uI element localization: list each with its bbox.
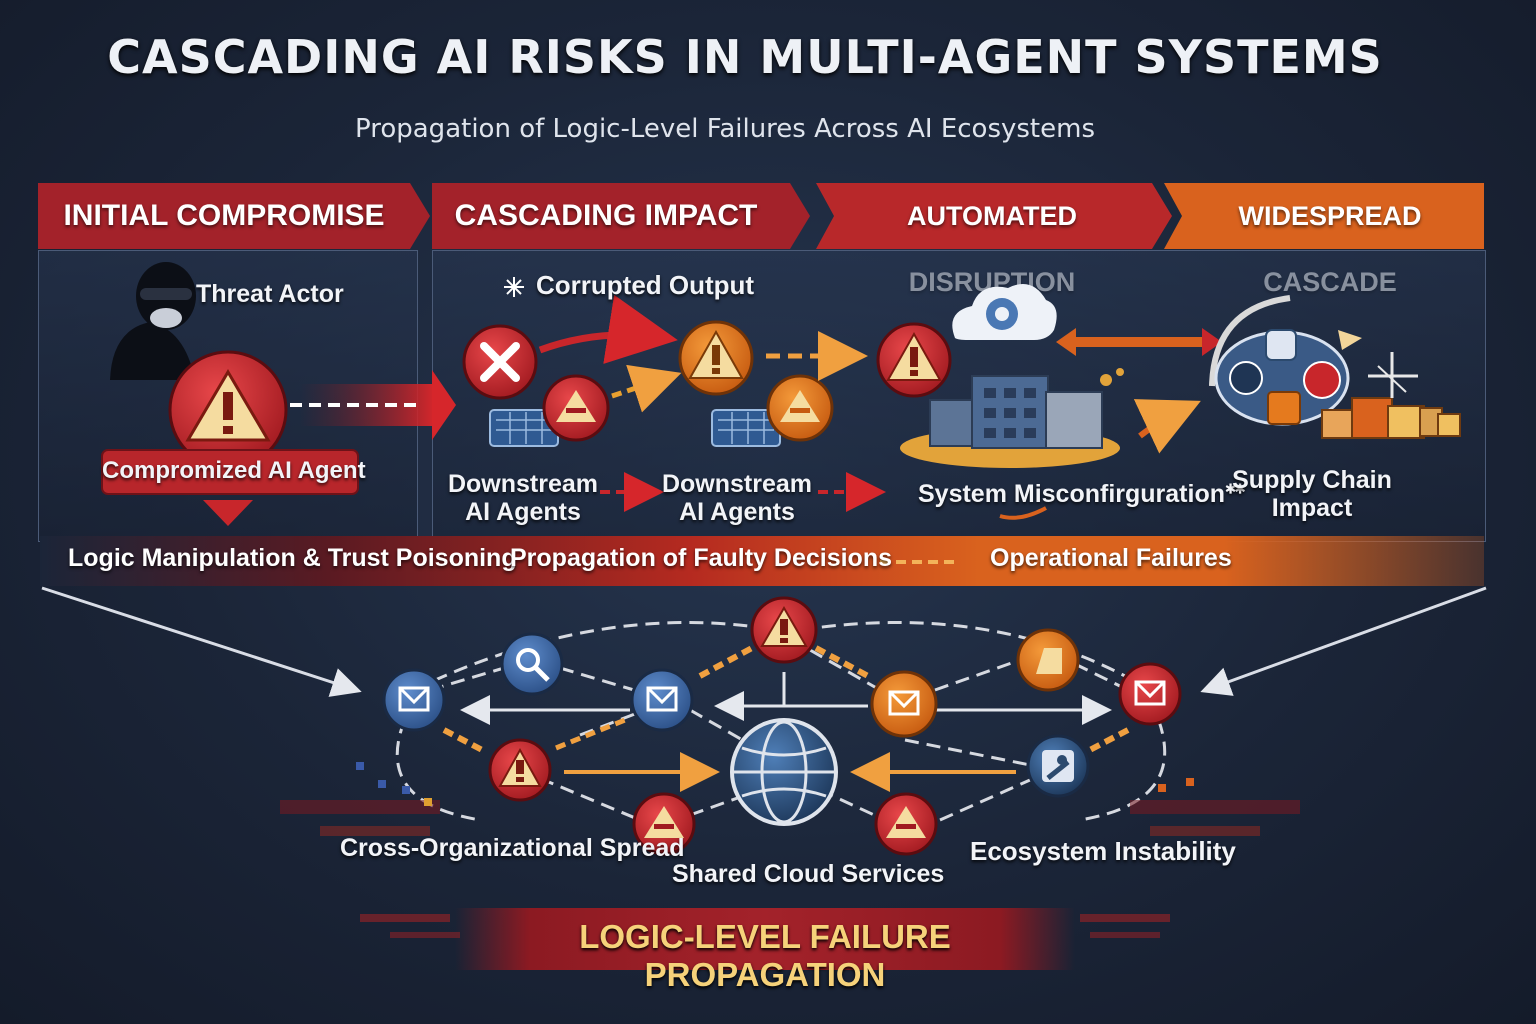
system-alert-icon — [876, 322, 952, 398]
flow-banner-operational-failures: Operational Failures — [990, 544, 1232, 572]
shared-cloud-services-label: Shared Cloud Services — [672, 860, 945, 888]
crane-icon — [1368, 352, 1418, 398]
misconfiguration-swoosh — [999, 506, 1047, 520]
network-node-alert-icon — [632, 792, 696, 856]
network-node-document-icon — [1016, 628, 1080, 692]
arrow-head-right — [1202, 328, 1222, 356]
network-node-mail-icon — [382, 668, 446, 732]
arrow-head-left — [1056, 328, 1076, 356]
infrastructure-building-icon — [900, 368, 1124, 468]
funnel-arrow-right — [1200, 586, 1487, 696]
network-node-mail-icon — [1118, 662, 1182, 726]
supply-chain-arrow — [1133, 399, 1201, 454]
failed-agent-x-icon — [462, 324, 538, 400]
network-node-warning-icon — [488, 738, 552, 802]
network-node-user-icon — [1026, 734, 1090, 798]
footer-banner — [455, 908, 1075, 970]
stage-label: INITIAL COMPROMISE — [63, 199, 385, 232]
supply-chain-impact-label: Supply Chain Impact — [1232, 466, 1392, 522]
system-misconfiguration-label: System Misconfirgurationᕯ — [918, 480, 1246, 508]
warehouse-boxes-icon — [1321, 397, 1461, 439]
compromised-agent-badge — [101, 449, 359, 495]
cross-organizational-spread-label: Cross-Organizational Spread — [340, 834, 685, 862]
downstream-agents-label-1: Downstream AI Agents — [447, 470, 599, 526]
flow-banner-faulty-decisions: Propagation of Faulty Decisions — [510, 544, 892, 572]
downstream-agents-label-2: Downstream AI Agents — [661, 470, 813, 526]
network-node-warning-icon — [750, 596, 818, 664]
cloud-gear-icon — [952, 284, 1057, 340]
page-title: CASCADING AI RISKS IN MULTI-AGENT SYSTEM… — [107, 30, 1383, 84]
flow-banner-logic-manipulation: Logic Manipulation & Trust Poisoning — [68, 544, 517, 572]
flow-banner — [40, 536, 1484, 586]
propagation-arrow — [611, 364, 682, 413]
ecosystem-instability-label: Ecosystem Instability — [970, 836, 1236, 866]
shared-cloud-globe-icon — [730, 718, 838, 826]
agent-alert-red-icon — [542, 374, 610, 442]
keyboard-icon — [711, 409, 781, 447]
compromised-agent-warning-icon — [168, 350, 288, 526]
keyboard-icon — [489, 409, 559, 447]
supply-chain-cycle-icon — [1209, 295, 1362, 426]
network-node-search-icon — [500, 632, 564, 696]
stage-header-cascading-impact: CASCADING IMPACT — [432, 183, 810, 249]
page-subtitle: Propagation of Logic-Level Failures Acro… — [355, 114, 1095, 144]
threat-actor-icon — [110, 262, 196, 380]
threat-actor-label: Threat Actor — [196, 280, 344, 308]
decorative-pixels — [280, 762, 1300, 938]
corrupted-output-label: Corrupted Output — [536, 270, 755, 300]
agent-alert-orange-icon — [766, 374, 834, 442]
agent-warning-orange-icon — [678, 320, 754, 396]
corrupted-output-star-icon — [504, 277, 524, 297]
network-node-alert-icon — [874, 792, 938, 856]
network-node-mail-icon — [630, 668, 694, 732]
stage-header-initial-compromise: INITIAL COMPROMISE — [38, 183, 430, 249]
funnel-arrow-left — [41, 586, 362, 697]
compromised-agent-label: Compromized AI Agent — [102, 457, 366, 484]
attack-arrow-head — [432, 370, 456, 440]
network-node-mail-icon — [870, 670, 938, 738]
corrupted-output-arrow — [538, 294, 678, 364]
footer-title: LOGIC-LEVEL FAILURE PROPAGATION — [579, 918, 951, 993]
stage-label: CASCADING IMPACT — [454, 199, 758, 232]
network-arrows — [442, 645, 1130, 792]
